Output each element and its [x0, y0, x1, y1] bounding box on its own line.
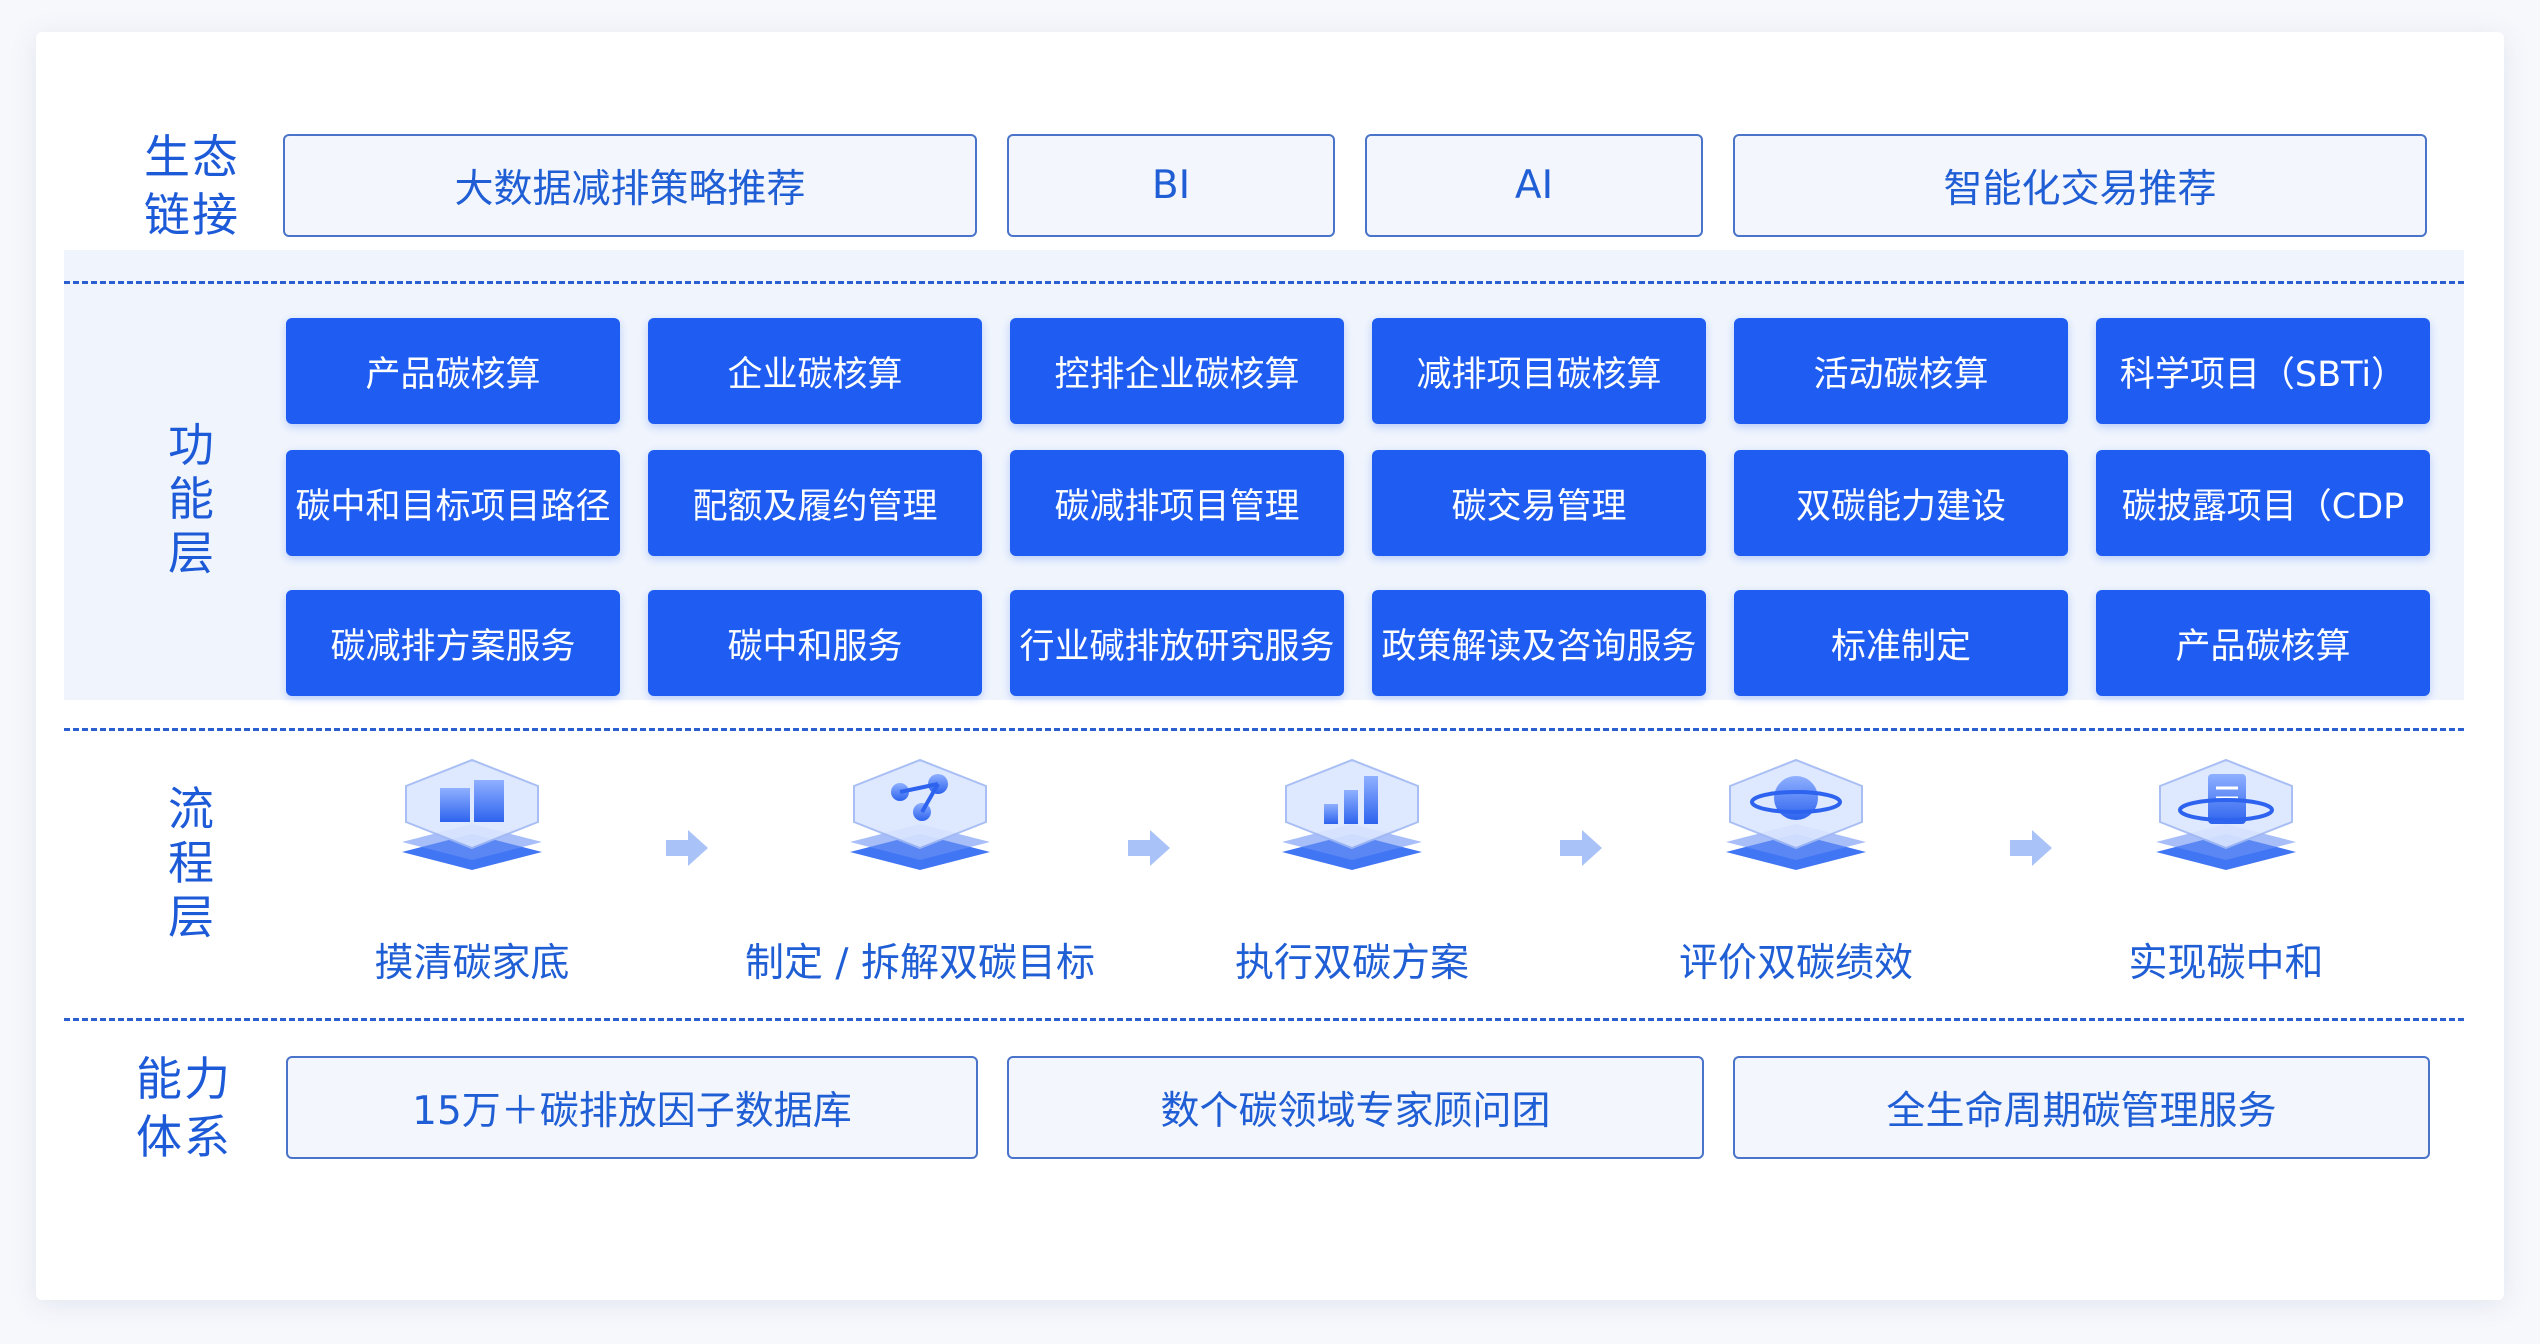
ecology-row-label: 生态 链接	[144, 130, 240, 242]
document-icon	[2156, 758, 2296, 870]
function-item: 碳减排方案服务	[286, 590, 620, 696]
function-item: 双碳能力建设	[1734, 450, 2068, 556]
process-step-label: 评价双碳绩效	[1678, 941, 1913, 986]
function-item: 碳披露项目（CDP	[2096, 450, 2430, 556]
function-item: 行业碱排放研究服务	[1010, 590, 1344, 696]
process-step: 执行双碳方案	[1187, 752, 1517, 986]
divider-ecology-function	[64, 281, 2464, 284]
function-item: 碳减排项目管理	[1010, 450, 1344, 556]
flow-arrow-icon	[1560, 830, 1602, 866]
process-step: 实现碳中和	[2061, 752, 2391, 986]
network-nodes-icon	[850, 758, 990, 870]
growth-chart-icon	[1282, 758, 1422, 870]
process-row-label: 流 程 层	[168, 782, 216, 944]
flow-arrow-icon	[2010, 830, 2052, 866]
ecology-item-ai: AI	[1365, 134, 1703, 237]
process-step: 评价双碳绩效	[1631, 752, 1961, 986]
function-item: 减排项目碳核算	[1372, 318, 1706, 424]
blocks-icon	[402, 758, 542, 870]
function-row-label: 功 能 层	[168, 418, 216, 580]
process-step-label: 摸清碳家底	[374, 941, 570, 986]
ecology-item-big-data: 大数据减排策略推荐	[283, 134, 977, 237]
function-item: 碳交易管理	[1372, 450, 1706, 556]
process-step-label: 实现碳中和	[2128, 941, 2324, 986]
planet-icon	[1726, 758, 1866, 870]
capability-item-factor-database: 15万＋碳排放因子数据库	[286, 1056, 978, 1159]
function-item: 配额及履约管理	[648, 450, 982, 556]
divider-function-process	[64, 728, 2464, 731]
function-item: 产品碳核算	[2096, 590, 2430, 696]
divider-process-capability	[64, 1018, 2464, 1021]
function-item: 碳中和目标项目路径	[286, 450, 620, 556]
ecology-item-bi: BI	[1007, 134, 1335, 237]
function-item: 碳中和服务	[648, 590, 982, 696]
process-step-label: 制定 / 拆解双碳目标	[745, 941, 1095, 986]
function-item: 科学项目（SBTi）	[2096, 318, 2430, 424]
capability-item-expert-team: 数个碳领域专家顾问团	[1007, 1056, 1704, 1159]
flow-arrow-icon	[1128, 830, 1170, 866]
capability-row-label: 能力 体系	[136, 1052, 232, 1164]
function-item: 活动碳核算	[1734, 318, 2068, 424]
function-item: 标准制定	[1734, 590, 2068, 696]
capability-item-lifecycle-service: 全生命周期碳管理服务	[1733, 1056, 2430, 1159]
process-step: 摸清碳家底	[307, 752, 637, 986]
function-item: 产品碳核算	[286, 318, 620, 424]
ecology-item-smart-trading: 智能化交易推荐	[1733, 134, 2427, 237]
function-item: 政策解读及咨询服务	[1372, 590, 1706, 696]
flow-arrow-icon	[666, 830, 708, 866]
function-item: 控排企业碳核算	[1010, 318, 1344, 424]
process-step-label: 执行双碳方案	[1234, 941, 1469, 986]
process-step: 制定 / 拆解双碳目标	[745, 752, 1095, 986]
function-item: 企业碳核算	[648, 318, 982, 424]
